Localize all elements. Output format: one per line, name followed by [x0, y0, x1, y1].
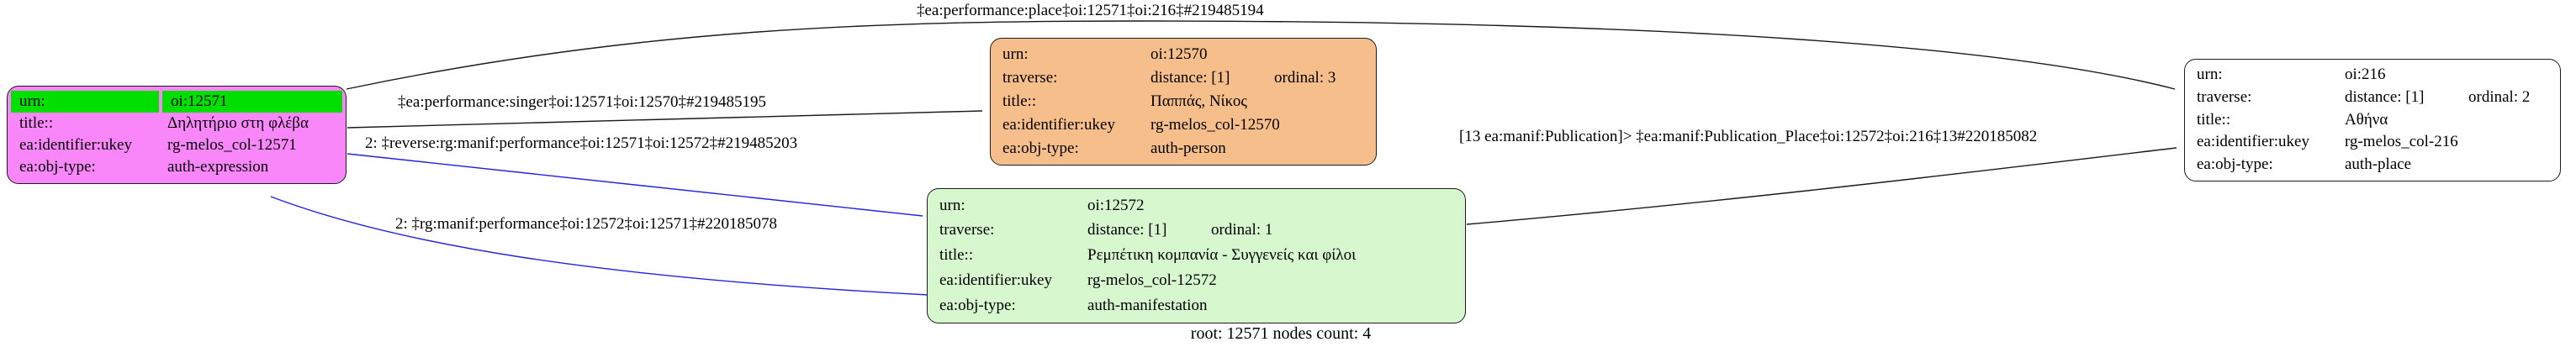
field-key: ea:identifier:ukey — [2197, 133, 2309, 151]
graph-caption: root: 12571 nodes count: 4 — [1190, 324, 1372, 343]
field-value: oi:12570 — [1150, 45, 1208, 63]
edge-performance-singer-path — [346, 110, 983, 129]
field-row-ukey: ea:identifier:ukey rg-melos_col-216 — [2188, 131, 2557, 154]
field-key: ea:obj-type: — [19, 158, 96, 176]
node-expression-12571: urn: oi:12571 title:: Δηλητήριο στη φλέβ… — [7, 86, 346, 184]
field-key: traverse: — [1002, 68, 1058, 87]
field-value: oi:12572 — [1087, 196, 1145, 214]
field-row-title: title:: Δηλητήριο στη φλέβα — [11, 113, 342, 134]
field-value: distance: [1] — [1150, 68, 1230, 87]
field-row-ukey: ea:identifier:ukey rg-melos_col-12571 — [11, 135, 342, 157]
field-row-objtype: ea:obj-type: auth-manifestation — [931, 293, 1462, 318]
field-key: ea:obj-type: — [2197, 155, 2273, 174]
edge-label-publication-place: [13 ea:manif:Publication]> ‡ea:manif:Pub… — [1459, 128, 2038, 145]
field-value: auth-manifestation — [1087, 296, 1208, 314]
field-value: oi:216 — [2345, 66, 2386, 83]
node-person-12570: urn: oi:12570 traverse: distance: [1] or… — [990, 38, 1377, 166]
edge-label-reverse-manif-performance: 2: ‡reverse:rg:manif:performance‡oi:1257… — [365, 134, 798, 152]
field-value: auth-expression — [167, 158, 269, 176]
field-value: Αθήνα — [2345, 110, 2388, 129]
field-value: rg-melos_col-12572 — [1087, 271, 1217, 289]
field-row-traverse: traverse: distance: [1] ordinal: 2 — [2188, 87, 2557, 109]
field-value: distance: [1] — [2345, 87, 2425, 106]
field-key: urn: — [2197, 66, 2223, 83]
field-row-objtype: ea:obj-type: auth-place — [2188, 154, 2557, 176]
field-key: ea:identifier:ukey — [1002, 115, 1115, 134]
field-key: urn: — [11, 91, 159, 113]
field-key: urn: — [1002, 45, 1029, 63]
field-row-traverse: traverse: distance: [1] ordinal: 3 — [994, 66, 1373, 90]
field-key: urn: — [939, 196, 965, 214]
field-key: title:: — [2197, 110, 2231, 129]
field-value: distance: [1] — [1087, 221, 1167, 239]
field-value: auth-person — [1150, 139, 1226, 157]
field-row-traverse: traverse: distance: [1] ordinal: 1 — [931, 218, 1462, 244]
field-value: Δηλητήριο στη φλέβα — [167, 113, 309, 132]
edge-manif-performance-path — [270, 196, 929, 296]
field-ordinal: ordinal: 3 — [1274, 68, 1336, 87]
field-value: rg-melos_col-12571 — [167, 136, 297, 155]
field-row-objtype: ea:obj-type: auth-person — [994, 137, 1373, 160]
field-row-title: title:: Αθήνα — [2188, 109, 2557, 132]
field-value: rg-melos_col-12570 — [1150, 115, 1280, 134]
edge-publication-place-path — [1466, 147, 2177, 225]
field-key: title:: — [939, 246, 974, 265]
field-key: title:: — [19, 113, 54, 132]
field-value: oi:12571 — [162, 91, 342, 113]
field-value: rg-melos_col-216 — [2345, 133, 2458, 151]
field-value: auth-place — [2345, 155, 2412, 174]
edge-label-performance-place: ‡ea:performance:place‡oi:12571‡oi:216‡#2… — [917, 2, 1264, 19]
field-value: Ρεμπέτικη κομπανία - Συγγενείς και φίλοι — [1087, 246, 1357, 265]
field-key: traverse: — [2197, 87, 2252, 106]
field-value: Παππάς, Νίκος — [1150, 92, 1247, 110]
field-row-objtype: ea:obj-type: auth-expression — [11, 157, 342, 179]
field-row-ukey: ea:identifier:ukey rg-melos_col-12572 — [931, 268, 1462, 293]
field-row-title: title:: Παππάς, Νίκος — [994, 90, 1373, 113]
field-row-title: title:: Ρεμπέτικη κομπανία - Συγγενείς κ… — [931, 244, 1462, 269]
field-row-urn: urn: oi:12571 — [11, 91, 342, 113]
field-key: traverse: — [939, 221, 995, 239]
field-ordinal: ordinal: 2 — [2468, 87, 2531, 106]
node-place-216: urn: oi:216 traverse: distance: [1] ordi… — [2184, 59, 2561, 181]
field-row-urn: urn: oi:216 — [2188, 64, 2557, 87]
edge-label-performance-singer: ‡ea:performance:singer‡oi:12571‡oi:12570… — [398, 93, 766, 111]
node-manifestation-12572: urn: oi:12572 traverse: distance: [1] or… — [927, 188, 1466, 323]
field-key: ea:obj-type: — [1002, 139, 1079, 157]
field-key: ea:obj-type: — [939, 296, 1016, 314]
edge-label-manif-performance: 2: ‡rg:manif:performance‡oi:12572‡oi:125… — [395, 215, 777, 233]
field-key: ea:identifier:ukey — [939, 271, 1052, 289]
field-ordinal: ordinal: 1 — [1211, 221, 1273, 239]
field-row-ukey: ea:identifier:ukey rg-melos_col-12570 — [994, 113, 1373, 137]
field-key: ea:identifier:ukey — [19, 136, 132, 155]
field-key: title:: — [1002, 92, 1037, 110]
field-row-urn: urn: oi:12570 — [994, 43, 1373, 66]
edge-performance-place-path — [346, 20, 2176, 90]
edge-reverse-manif-performance-path — [346, 153, 923, 217]
field-row-urn: urn: oi:12572 — [931, 193, 1462, 218]
